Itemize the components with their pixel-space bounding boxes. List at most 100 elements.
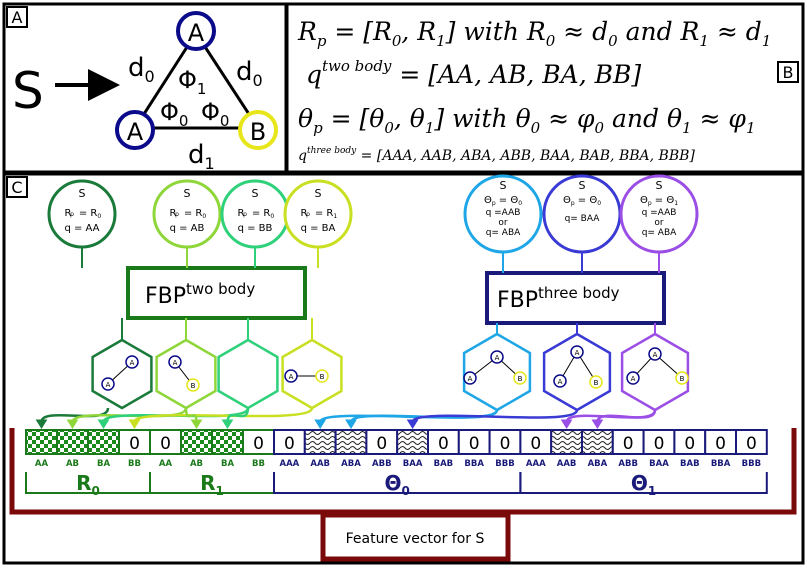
- cell-zero: 0: [160, 434, 171, 454]
- arrow-head: [35, 419, 48, 429]
- section-r0: R0: [76, 471, 100, 498]
- feature-cell: [550, 429, 584, 455]
- svg-text:B: B: [250, 118, 266, 146]
- bracket-theta1: [519, 472, 768, 494]
- cell-label: BBA: [711, 459, 731, 469]
- section-r1: R1: [200, 471, 224, 498]
- theta-rhs: = Θ: [652, 195, 675, 206]
- node-b-right: [238, 110, 278, 150]
- atom-text: A: [289, 373, 294, 381]
- feature-cell: [211, 429, 244, 455]
- cell-label: BBB: [495, 459, 514, 469]
- atom-text: A: [575, 349, 580, 357]
- fbp-base: FBP: [145, 284, 186, 309]
- svg-text:A: A: [12, 8, 23, 27]
- cell-label: AAA: [526, 459, 546, 469]
- cell-label: ABB: [618, 459, 638, 469]
- circle-rp-rhs: = R0: [79, 208, 102, 220]
- circle-rp-sub: p: [70, 211, 74, 218]
- panel-label-c: C: [6, 176, 28, 198]
- label-phi1: Φ1: [178, 66, 206, 98]
- triangle: [132, 30, 261, 130]
- cell-label: AB: [66, 459, 79, 469]
- cell-label: AA: [35, 459, 49, 469]
- panel-b-frame: [285, 2, 805, 174]
- node-a-top: [176, 11, 216, 51]
- circle-rp-sub: p: [306, 211, 310, 218]
- atom-text: A: [495, 354, 500, 362]
- rp-rhs: = R: [184, 208, 203, 219]
- cell-label: AAB: [557, 459, 577, 469]
- atom: [570, 345, 584, 359]
- atom: [101, 377, 115, 391]
- circle-rp-rhs: = R1: [315, 208, 338, 220]
- circle-rp-rhs: = R0: [184, 208, 207, 220]
- feature-cell: [488, 429, 522, 455]
- section-label-base: R: [200, 471, 215, 495]
- cell-zero: 0: [253, 434, 264, 454]
- atom: [589, 375, 603, 389]
- rp-rhs-sub: 0: [97, 213, 101, 220]
- atom-text: B: [594, 379, 599, 387]
- atom-text: B: [320, 373, 325, 381]
- feature-vector-bracket: [9, 428, 797, 515]
- feature-cell: [118, 429, 151, 455]
- atom: [284, 369, 298, 383]
- panel-label-a: A: [6, 6, 28, 28]
- equation-q-three: qthree body = [AAA, AAB, ABA, ABB, BAA, …: [298, 146, 695, 164]
- theta-rhs-sub: 0: [597, 200, 601, 207]
- cell-label: BB: [252, 459, 265, 469]
- feature-vector-label: Feature vector for S: [346, 531, 485, 547]
- label-phi0-left: Φ0: [160, 98, 188, 130]
- theta-rhs-sub: 0: [518, 200, 522, 207]
- cell-zero: 0: [469, 434, 480, 454]
- atom-text: A: [173, 359, 178, 367]
- circle-q-line: q= ABA: [642, 228, 677, 238]
- circle-q: q = AA: [64, 223, 99, 234]
- cell-zero: 0: [129, 434, 140, 454]
- cell-zero: 0: [284, 434, 295, 454]
- rp-rhs-sub: 1: [333, 213, 337, 220]
- cell-label: BB: [128, 459, 141, 469]
- circle-rp: RFBP: [170, 208, 177, 219]
- cell-label: ABA: [341, 459, 361, 469]
- circle-q: q = BB: [238, 223, 273, 234]
- feature-cell: [642, 429, 676, 455]
- equation-q-two: qtwo body = [AA, AB, BA, BB]: [306, 57, 641, 89]
- cell-label: AAA: [280, 459, 300, 469]
- cell-zero: 0: [746, 434, 757, 454]
- feature-cell: [180, 429, 213, 455]
- atom: [675, 371, 689, 385]
- section-label-sub: 1: [648, 484, 656, 498]
- cell-zero: 0: [530, 434, 541, 454]
- theta-rhs-sub: 1: [674, 200, 678, 207]
- atom-text: A: [106, 381, 111, 389]
- rp: R: [65, 208, 72, 219]
- arrow: [226, 407, 250, 423]
- rp-rhs: = R: [79, 208, 98, 219]
- fbp-sup: three body: [538, 284, 620, 302]
- theta-rhs: = Θ: [575, 195, 598, 206]
- cell-label: BAA: [649, 459, 669, 469]
- atom: [490, 350, 504, 364]
- cell-label: BA: [221, 459, 234, 469]
- feature-cell: [303, 429, 337, 455]
- fbp-sup: two body: [186, 280, 255, 298]
- circle-s: S: [500, 179, 507, 192]
- panel-c-frame: [2, 172, 805, 565]
- cell-label: BAB: [434, 459, 454, 469]
- cell-zero: 0: [715, 434, 726, 454]
- equation-rp: Rp = [R0, R1] with R0 ≈ d0 and R1 ≈ d1: [297, 17, 771, 50]
- atom: [463, 371, 477, 385]
- atom-text: A: [631, 375, 636, 383]
- cell-zero: 0: [438, 434, 449, 454]
- feature-cell: [427, 429, 460, 455]
- section-label-base: Θ: [385, 471, 402, 495]
- arrow-head: [591, 419, 604, 429]
- rp-rhs: = R: [315, 208, 334, 219]
- arrow-head: [97, 419, 110, 429]
- circle-rp-sub: p: [175, 211, 179, 218]
- section-theta0: Θ0: [385, 471, 410, 498]
- arrow-head: [345, 419, 357, 429]
